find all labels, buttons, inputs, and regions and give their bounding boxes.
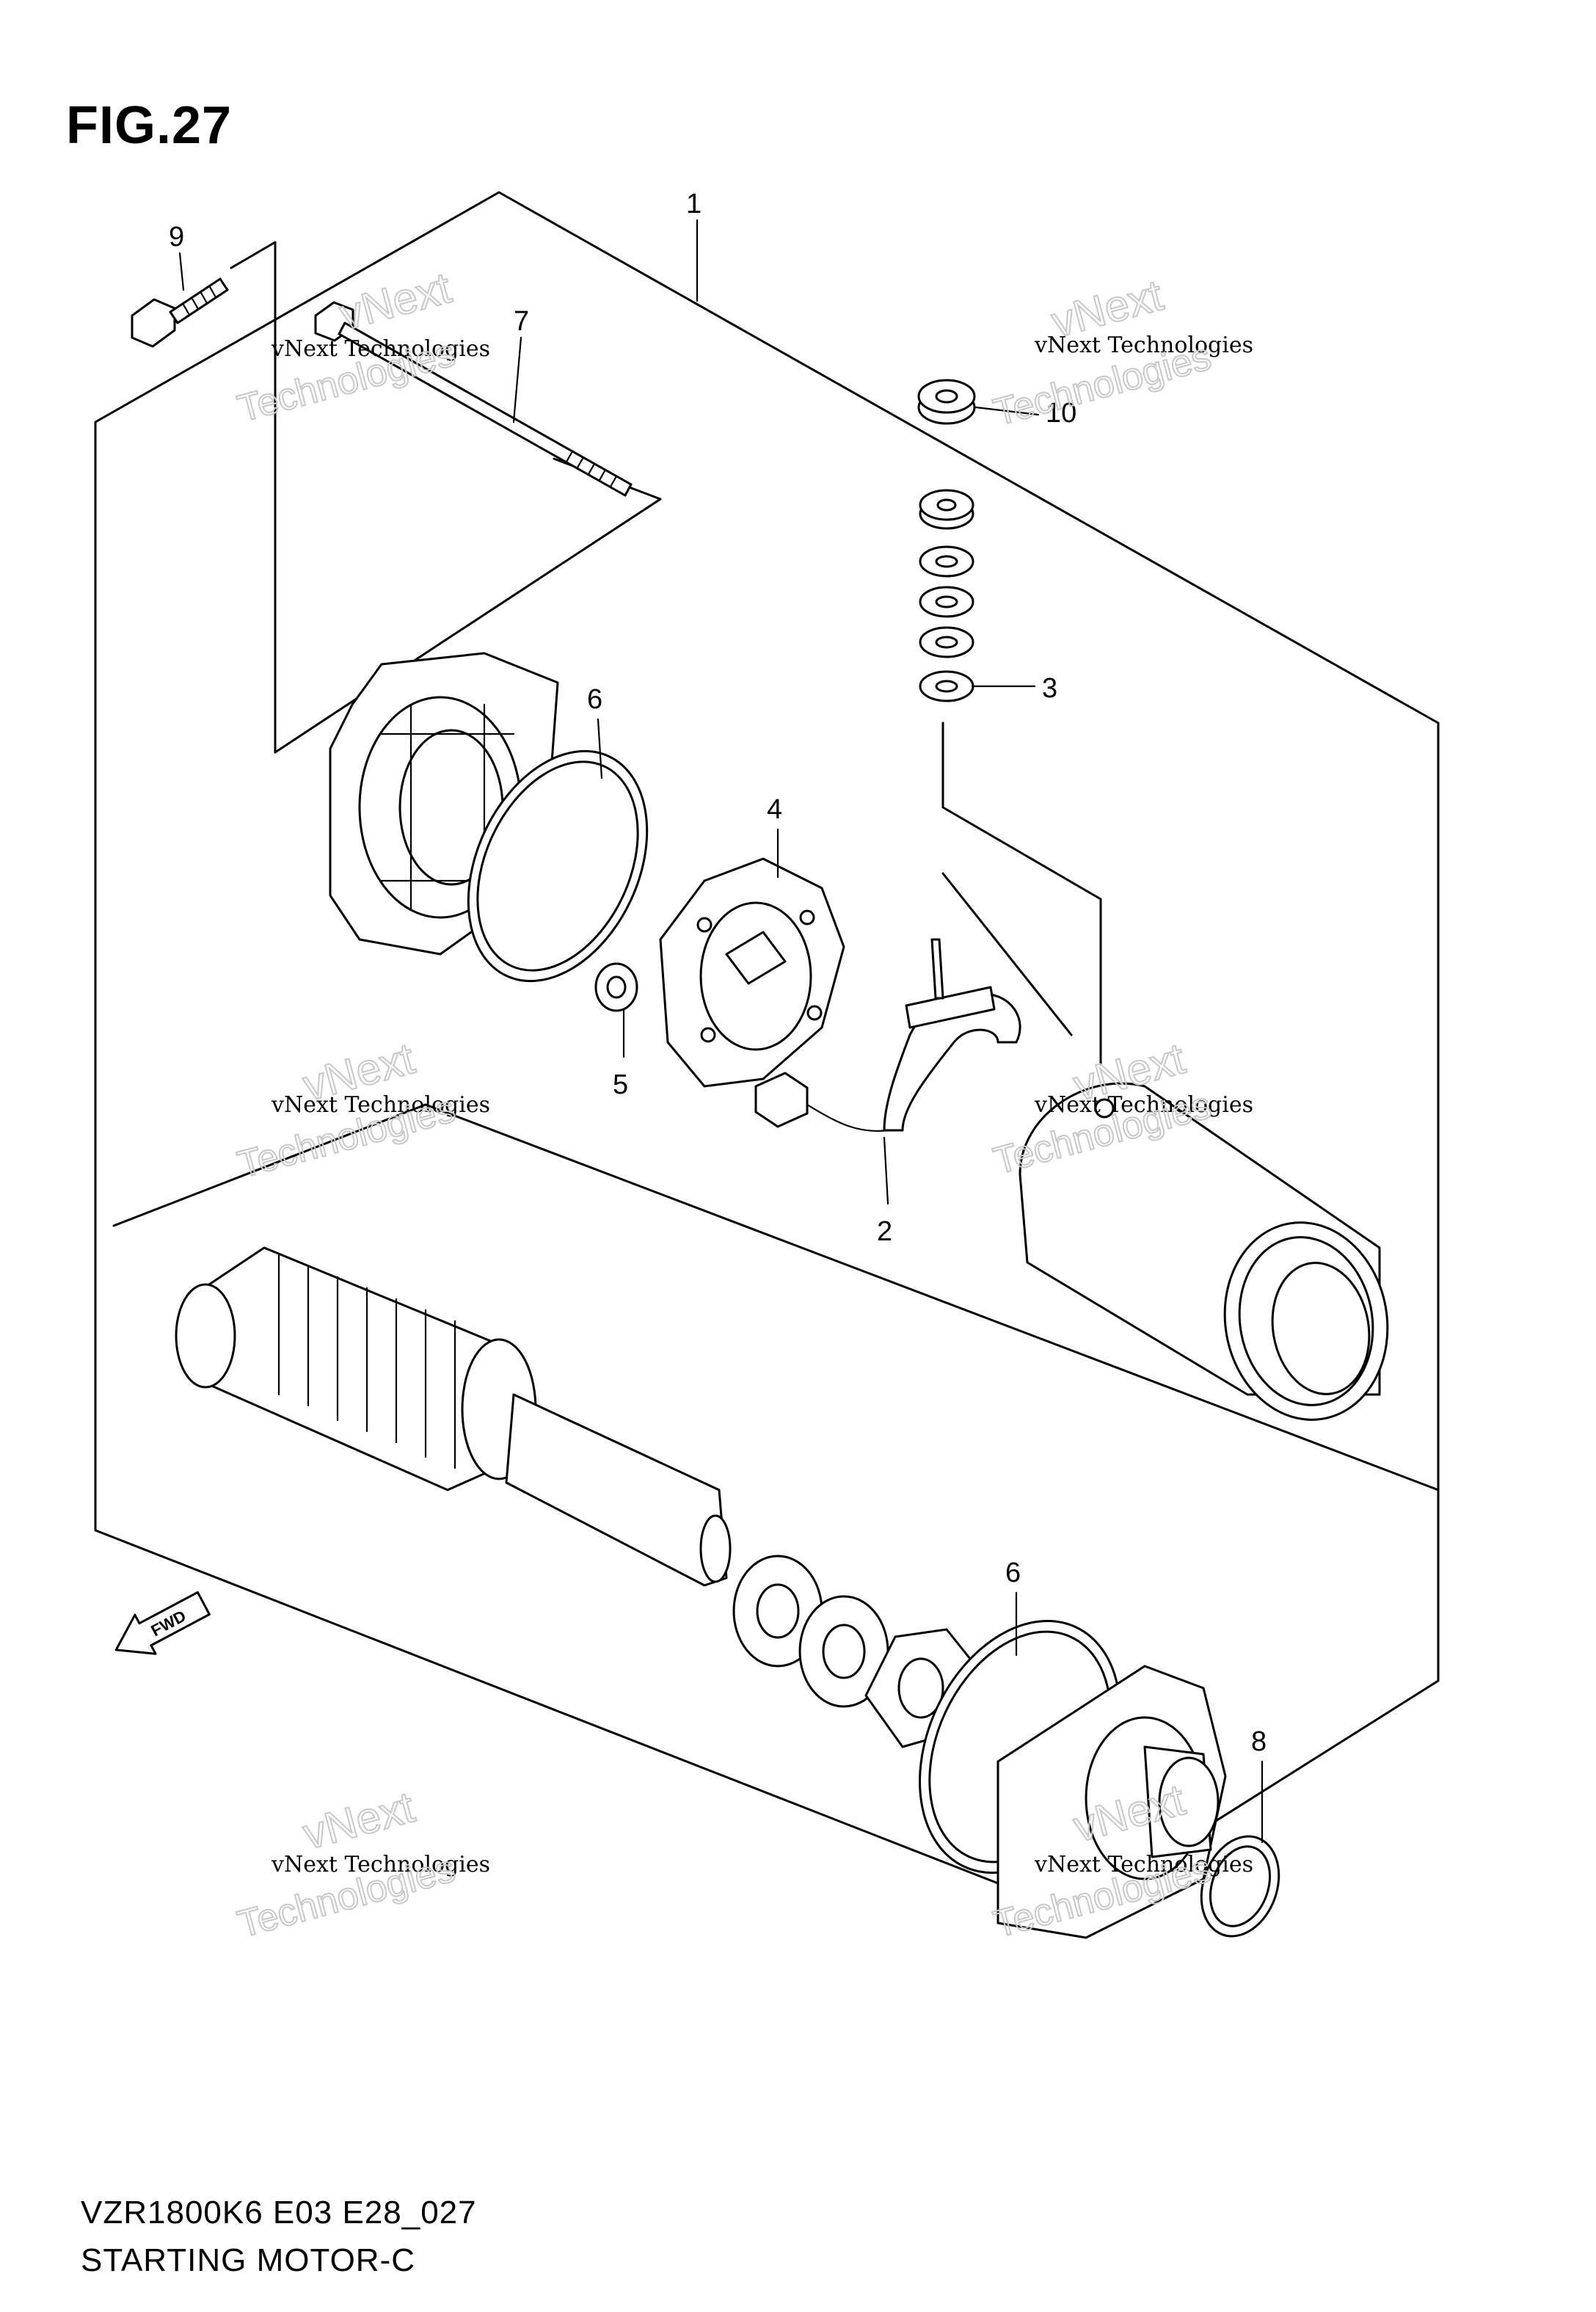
- svg-text:vNext Technologies: vNext Technologies: [1034, 1852, 1253, 1877]
- bearing-5: [594, 962, 638, 1012]
- fwd-arrow-icon: FWD: [114, 1591, 211, 1655]
- diagram-name: STARTING MOTOR-C: [81, 2242, 415, 2278]
- callout-4: 4: [767, 794, 782, 825]
- leader-lines: [178, 219, 1264, 1844]
- callout-7: 7: [514, 306, 529, 337]
- callout-6-lower: 6: [1005, 1557, 1021, 1588]
- bolt-9: [131, 277, 229, 348]
- callout-9: 9: [169, 222, 184, 252]
- svg-text:vNext: vNext: [298, 1782, 420, 1858]
- callout-8: 8: [1251, 1726, 1267, 1757]
- shaft-washers: [732, 1555, 977, 1748]
- motor-yoke: [1019, 1082, 1389, 1421]
- svg-text:vNext Technologies: vNext Technologies: [271, 1852, 490, 1877]
- callout-3: 3: [1042, 673, 1057, 704]
- brush-bracket-line: [941, 872, 1073, 1036]
- brush-lead-2: [754, 938, 1021, 1132]
- brush-plate-4: [659, 857, 845, 1088]
- assembly-boundary: [94, 191, 1440, 1913]
- armature: [175, 1246, 732, 1587]
- watermark-top-right: vNext vNext Technologies Technologies: [988, 269, 1253, 435]
- through-bolt-7: [314, 301, 633, 497]
- yoke-bracket-line: [941, 721, 1102, 1066]
- watermark-bottom-left: vNext vNext Technologies Technologies: [233, 1781, 490, 1947]
- seal-ring-8: [1200, 1835, 1280, 1938]
- o-ring-6-upper: [467, 749, 649, 983]
- cover-group-boundary: [230, 241, 277, 754]
- callout-1: 1: [686, 189, 702, 219]
- callout-2: 2: [877, 1216, 892, 1247]
- callout-10: 10: [1046, 398, 1076, 429]
- svg-text:vNext Technologies: vNext Technologies: [1034, 332, 1253, 358]
- washer-stack-3: [919, 489, 974, 702]
- callout-5: 5: [613, 1069, 628, 1100]
- watermark-top-left: vNext vNext Technologies Technologies: [233, 262, 490, 432]
- front-cover-housing: [996, 1665, 1227, 1939]
- armature-group-boundary: [112, 1103, 1440, 1491]
- svg-text:vNext Technologies: vNext Technologies: [1034, 1092, 1253, 1118]
- model-code: VZR1800K6 E03 E28_027: [81, 2195, 477, 2231]
- watermark-mid-left: vNext vNext Technologies Technologies: [233, 1033, 490, 1188]
- callout-6-upper: 6: [587, 684, 602, 715]
- figure-title: FIG.27: [66, 96, 233, 155]
- svg-text:vNext Technologies: vNext Technologies: [271, 1092, 490, 1118]
- nut-10: [917, 379, 976, 425]
- svg-text:vNext Technologies: vNext Technologies: [271, 336, 490, 362]
